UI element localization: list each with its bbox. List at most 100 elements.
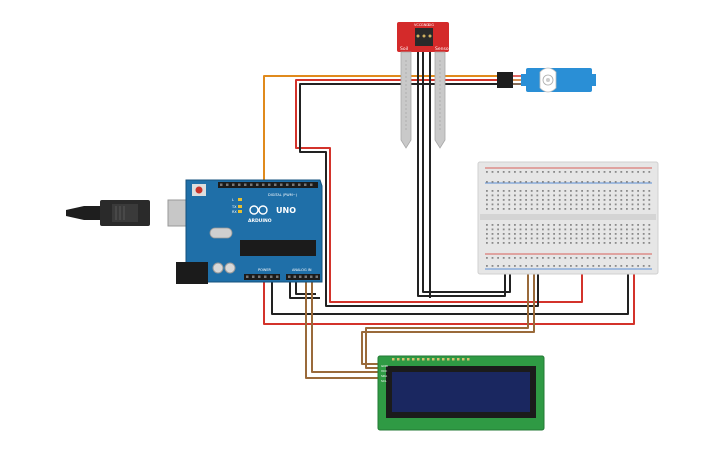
breadboard-hole [514, 194, 516, 197]
wire-ground-rail[interactable] [271, 262, 629, 315]
breadboard-hole [648, 171, 651, 173]
wire-lcd-gnd[interactable] [361, 262, 535, 365]
breadboard-hole [564, 199, 567, 201]
breadboard-hole [603, 265, 606, 267]
wire-power-rail[interactable] [263, 262, 635, 325]
breadboard-hole [553, 237, 555, 240]
breadboard-hole [648, 233, 651, 235]
breadboard-hole [508, 265, 511, 267]
breadboard-hole [536, 233, 539, 235]
breadboard-hole [542, 203, 544, 206]
breadboard-hole [648, 265, 651, 267]
soil-moisture-sensor[interactable]: Soil Sensor VCC GND SIG [397, 22, 451, 149]
breadboard-hole [603, 190, 606, 192]
servo-motor[interactable] [497, 67, 596, 93]
breadboard-hole [514, 171, 516, 173]
breadboard-hole [603, 199, 606, 201]
breadboard-hole [558, 171, 561, 173]
breadboard-hole [586, 194, 589, 197]
breadboard-hole [581, 181, 583, 183]
breadboard-hole [570, 242, 572, 244]
breadboard-hole [536, 237, 539, 240]
breadboard-hole [581, 224, 583, 226]
analog-label: ANALOG IN [292, 268, 312, 272]
breadboard-hole [609, 242, 611, 244]
wire-servo-ground[interactable] [299, 83, 539, 307]
breadboard-hole [598, 199, 600, 201]
breadboard-hole [508, 190, 511, 192]
wire-servo-signal[interactable] [263, 75, 505, 185]
wire-analog-a[interactable] [289, 278, 320, 299]
breadboard-hole [570, 233, 572, 235]
breadboard-hole [486, 242, 488, 244]
breadboard-hole [542, 181, 544, 183]
breadboard-hole [564, 237, 567, 240]
breadboard-hole [536, 208, 539, 210]
breadboard-hole [603, 237, 606, 240]
breadboard-hole [497, 203, 499, 206]
breadboard-hole [609, 233, 611, 235]
breadboard-hole [558, 203, 561, 206]
breadboard-hole [609, 190, 611, 192]
wire-lcd-scl[interactable] [305, 280, 382, 379]
breadboard-hole [648, 181, 651, 183]
breadboard-hole [564, 194, 567, 197]
breadboard-hole [637, 203, 639, 206]
breadboard-hole [553, 199, 555, 201]
breadboard-hole [497, 257, 499, 259]
breadboard-hole [642, 203, 645, 206]
lcd-display[interactable]: GND VCC SDA SCL [377, 355, 545, 431]
breadboard-hole [547, 242, 550, 244]
header-pin [220, 183, 223, 186]
breadboard-hole [592, 194, 595, 197]
breadboard-hole [553, 171, 555, 173]
wire-lcd-vcc[interactable] [365, 262, 529, 369]
breadboard-hole [648, 199, 651, 201]
breadboard-hole [564, 257, 567, 259]
breadboard-hole [553, 224, 555, 226]
breadboard-hole [586, 181, 589, 183]
breadboard-hole [648, 237, 651, 240]
breadboard-hole [648, 224, 651, 226]
breadboard-hole [609, 208, 611, 210]
breadboard-hole [514, 224, 516, 226]
lcd-pin-header [392, 358, 470, 361]
breadboard-hole [553, 242, 555, 244]
breadboard-hole [547, 233, 550, 235]
breadboard-hole [609, 199, 611, 201]
breadboard-hole [592, 224, 595, 226]
breadboard[interactable] [477, 161, 659, 275]
wire-soil-gnd[interactable] [422, 45, 511, 293]
wire-lcd-sda[interactable] [311, 280, 382, 373]
breadboard-hole [598, 171, 600, 173]
breadboard-hole [530, 190, 533, 192]
breadboard-hole [603, 233, 606, 235]
breadboard-hole [609, 171, 611, 173]
breadboard-holes [486, 171, 651, 267]
breadboard-hole [575, 208, 578, 210]
arduino-logo [249, 205, 259, 215]
breadboard-hole [508, 228, 511, 231]
header-pin [304, 275, 307, 278]
breadboard-hole [536, 265, 539, 267]
breadboard-hole [519, 224, 522, 226]
breadboard-hole [514, 257, 516, 259]
l-label: L [232, 198, 234, 202]
wire-servo-power[interactable] [295, 79, 583, 303]
breadboard-hole [558, 242, 561, 244]
breadboard-hole [603, 194, 606, 197]
breadboard-hole [502, 203, 505, 206]
header-pin [226, 183, 229, 186]
breadboard-hole [530, 228, 533, 231]
breadboard-hole [626, 190, 628, 192]
breadboard-hole [626, 233, 628, 235]
wire-soil-vcc[interactable] [417, 45, 506, 297]
lcd-header-pin [457, 358, 460, 361]
arduino-uno[interactable]: ARDUINO UNO DIGITAL (PWM~) TX RX L POWER… [66, 179, 323, 284]
breadboard-hole [620, 237, 623, 240]
breadboard-hole [486, 199, 488, 201]
breadboard-hole [536, 190, 539, 192]
lcd-header-pin [412, 358, 415, 361]
wire-analog-b[interactable] [295, 278, 316, 295]
breadboard-hole [642, 194, 645, 197]
